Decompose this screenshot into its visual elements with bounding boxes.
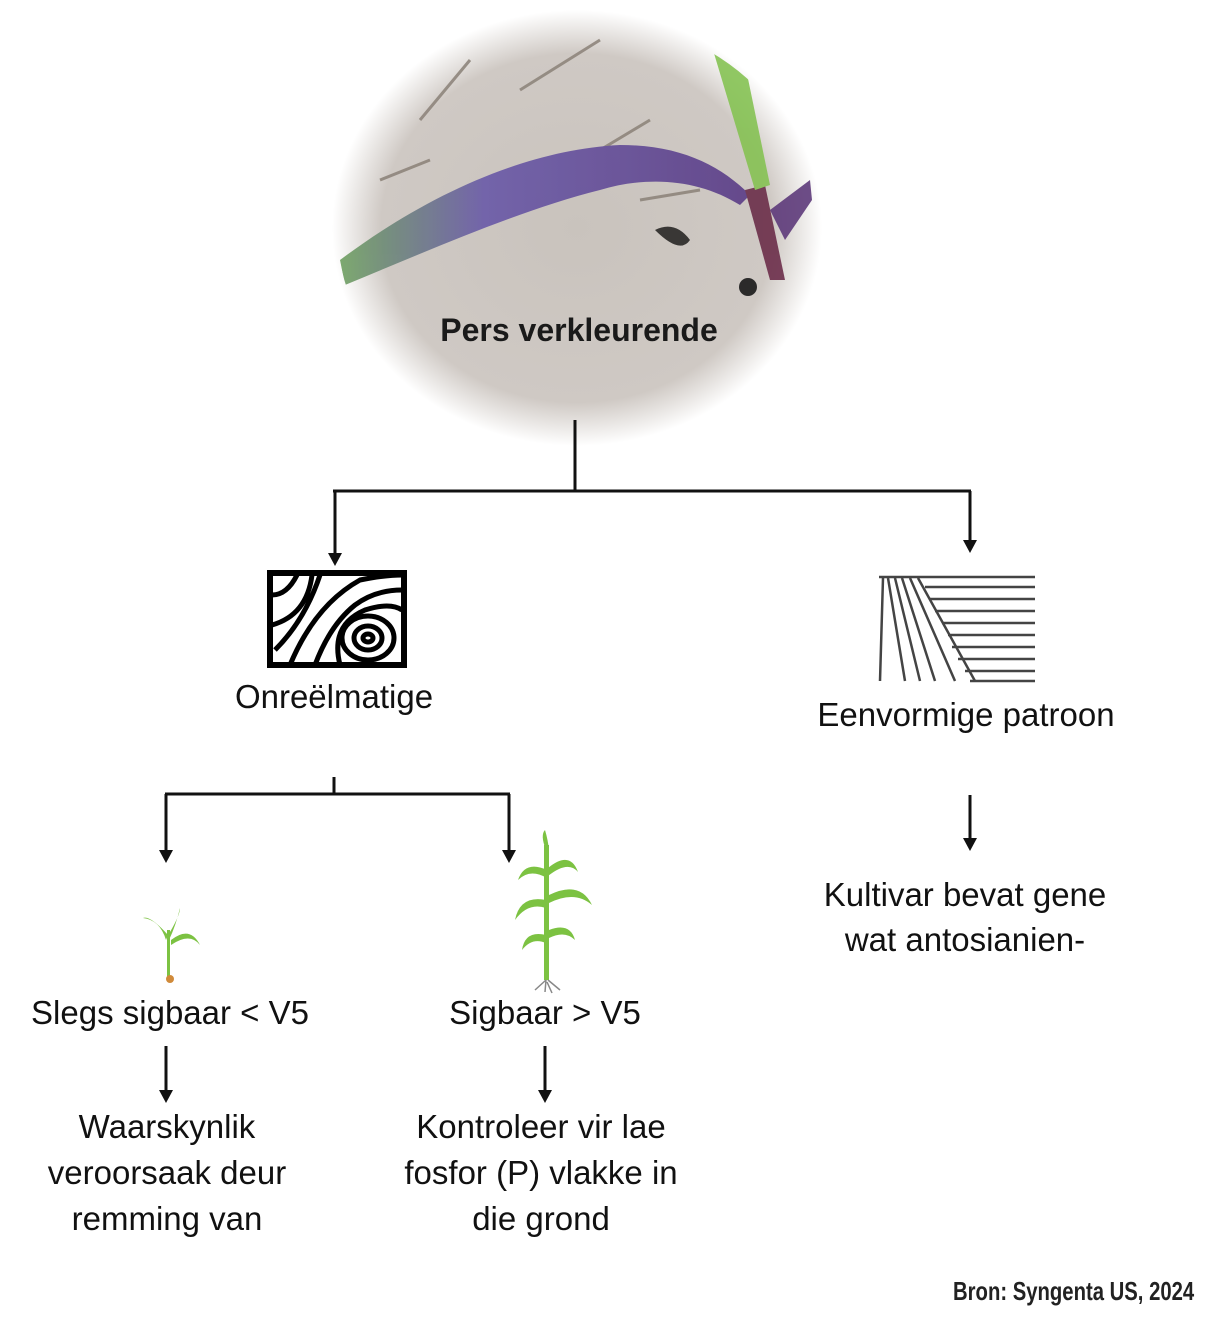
text-line: fosfor (P) vlakke in <box>404 1154 678 1191</box>
text-line: remming van <box>71 1200 263 1237</box>
text-line: Kultivar bevat gene <box>823 876 1107 913</box>
young-plant-icon <box>143 908 200 983</box>
irregular-pattern-icon <box>267 570 407 668</box>
late-result: Kontroleer vir lae fosfor (P) vlakke in … <box>404 1104 677 1242</box>
tall-plant-icon <box>515 830 592 994</box>
text-line: veroorsaak deur <box>47 1154 287 1191</box>
text-line: Kontroleer vir lae <box>416 1108 666 1145</box>
irregular-label: Onreëlmatige <box>234 678 434 715</box>
early-label: Slegs sigbaar < V5 <box>31 994 309 1031</box>
text-line: Waarskynlik <box>78 1108 256 1145</box>
connector-lines <box>164 420 972 1092</box>
uniform-result: Kultivar bevat gene wat antosianien- <box>824 872 1107 962</box>
arrowheads <box>159 540 977 1103</box>
source-credit: Bron: Syngenta US, 2024 <box>952 1276 1194 1306</box>
root-title: Pers verkleurende <box>440 312 718 348</box>
late-label: Sigbaar > V5 <box>449 994 641 1031</box>
root-photo <box>332 10 822 446</box>
uniform-pattern-icon <box>878 575 1035 683</box>
uniform-label: Eenvormige patroon <box>817 696 1115 733</box>
text-line: wat antosianien- <box>844 921 1086 958</box>
early-result: Waarskynlik veroorsaak deur remming van <box>48 1104 286 1242</box>
text-line: die grond <box>472 1200 610 1237</box>
